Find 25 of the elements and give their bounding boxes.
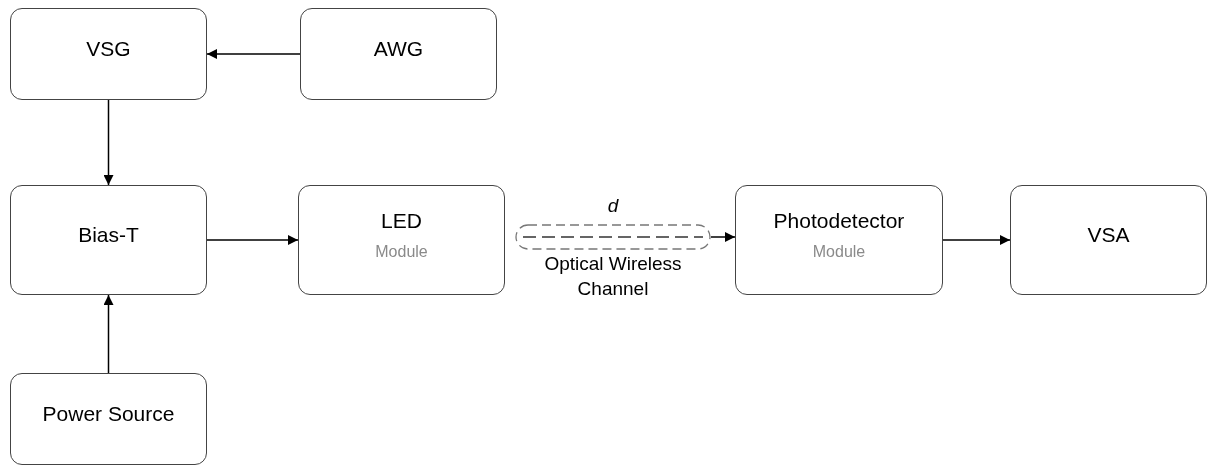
process-box bbox=[735, 185, 943, 295]
block-title: Photodetector bbox=[773, 209, 905, 233]
optical-channel-drawing bbox=[515, 224, 711, 250]
arrow bbox=[710, 232, 736, 242]
process-box bbox=[1010, 185, 1207, 295]
block-title: Bias-T bbox=[78, 223, 139, 247]
process-box bbox=[10, 373, 207, 465]
block-title: VSA bbox=[1087, 223, 1130, 247]
process-box bbox=[10, 185, 207, 295]
block-title: AWG bbox=[373, 37, 424, 61]
arrow bbox=[206, 49, 301, 59]
arrow bbox=[103, 294, 114, 374]
model-label: Module bbox=[375, 243, 428, 261]
channel-label: Optical Wireless Channel bbox=[543, 252, 683, 301]
process-box bbox=[300, 8, 497, 100]
block-title: VSG bbox=[86, 37, 131, 61]
arrow bbox=[103, 99, 114, 186]
process-box bbox=[10, 8, 207, 100]
block-title: Power Source bbox=[42, 402, 175, 426]
block-title: LED bbox=[381, 209, 422, 233]
arrow bbox=[206, 235, 299, 245]
process-box bbox=[298, 185, 505, 295]
model-label: Module bbox=[812, 243, 866, 261]
arrow bbox=[942, 235, 1011, 245]
distance-label: d bbox=[606, 194, 620, 218]
